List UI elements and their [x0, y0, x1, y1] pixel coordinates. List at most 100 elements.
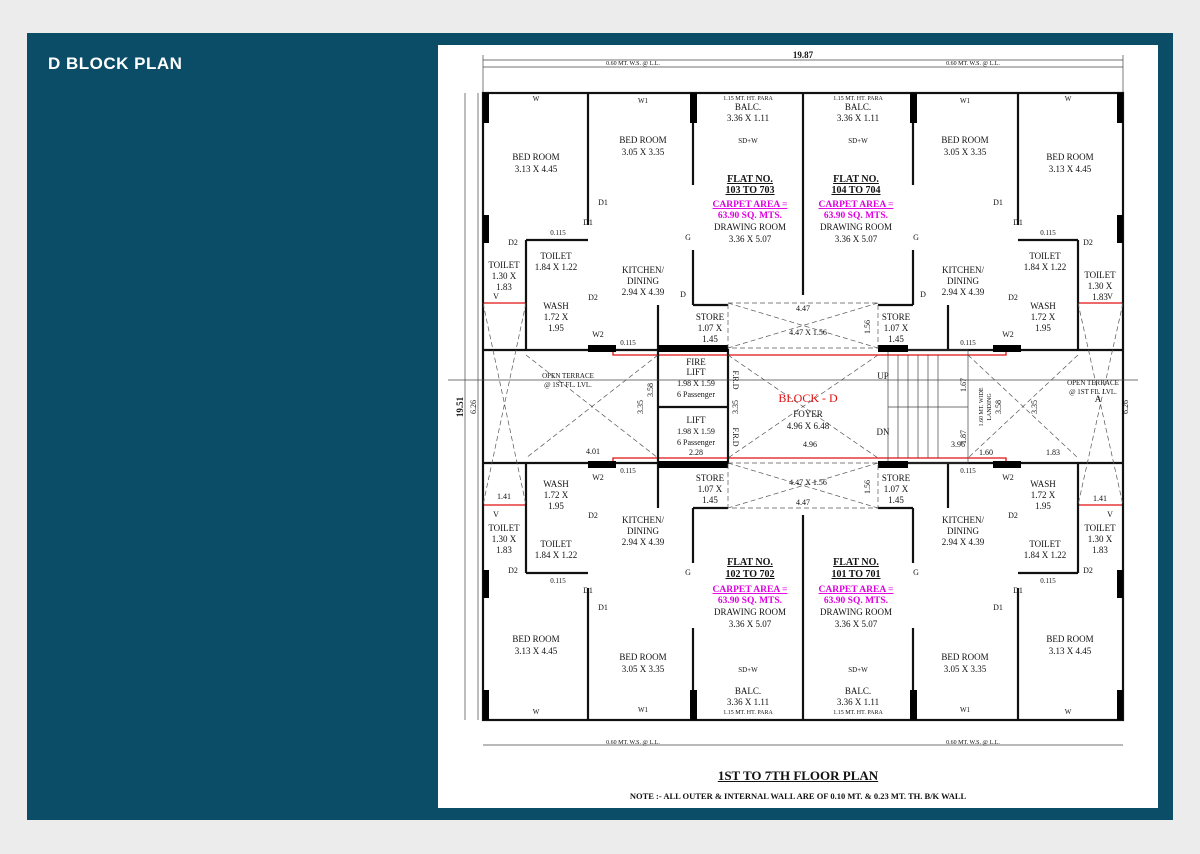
drawing-room-size: 3.36 X 5.07 [729, 619, 772, 629]
carpet-area-value: 63.90 SQ. MTS. [718, 211, 782, 221]
store-size-b: 1.45 [702, 334, 718, 344]
sdw-label: SD+W [848, 137, 868, 145]
landing-label-2: LANDING [987, 393, 993, 421]
wash-size-a: 1.72 X [1031, 312, 1056, 322]
door-g: G [685, 233, 691, 242]
wash-label: WASH [543, 479, 569, 489]
wall-thickness: 0.115 [550, 577, 566, 585]
carpet-area-label: CARPET AREA = [819, 200, 894, 210]
toilet-label: TOILET [1084, 523, 1116, 533]
dim-447-top: 4.47 [796, 304, 810, 313]
ws-label-top-right: 0.60 MT. W.S. @ L.L. [946, 61, 1000, 67]
landing-label-1: 1.60 MT. WIDE [979, 387, 985, 426]
stair-down-label: DN [877, 427, 890, 437]
window-w1: W1 [960, 706, 971, 714]
floor-plan-sheet: 19.87 0.60 MT. W.S. @ L.L. 0.60 MT. W.S.… [438, 45, 1158, 808]
dim-626-left: 6.26 [469, 400, 478, 414]
ws-label-bottom-right: 0.60 MT. W.S. @ L.L. [946, 740, 1000, 746]
balc-label: BALC. [735, 102, 761, 112]
flat-range: 102 TO 702 [725, 569, 774, 580]
fire-lift-label-2: LIFT [687, 367, 707, 377]
sdw-label: SD+W [738, 137, 758, 145]
door-d1: D1 [598, 603, 608, 612]
store-size-b: 1.45 [702, 495, 718, 505]
kitchen-label: KITCHEN/ [942, 515, 984, 525]
drawing-room-size: 3.36 X 5.07 [835, 234, 878, 244]
toilet-2-size: 1.84 X 1.22 [1024, 550, 1067, 560]
flat-top-left: W W1 BED ROOM 3.13 X 4.45 BED ROOM 3.05 … [488, 95, 787, 347]
door-d2-b: D2 [588, 511, 598, 520]
toilet-2-size: 1.84 X 1.22 [535, 262, 578, 272]
dim-496: 4.96 [803, 440, 817, 449]
toilet-size-a: 1.30 X [492, 534, 517, 544]
staircase[interactable]: UP DN 1.60 MT. WIDE LANDING 1.67 1.87 3.… [877, 355, 1040, 458]
wash-size-a: 1.72 X [1031, 490, 1056, 500]
bed-room-2-label: BED ROOM [619, 652, 666, 662]
toilet-2-label: TOILET [1029, 539, 1061, 549]
store-size-b: 1.45 [888, 334, 904, 344]
sdw-label: SD+W [738, 666, 758, 674]
toilet-size-b: 1.83 [496, 282, 512, 292]
toilet-2-size: 1.84 X 1.22 [535, 550, 578, 560]
window-w2: W2 [592, 330, 604, 339]
toilet-2-label: TOILET [540, 251, 572, 261]
dim-141-right: 1.41 [1093, 494, 1107, 503]
window-w: W [533, 708, 540, 716]
balc-size: 3.36 X 1.11 [727, 113, 769, 123]
door-d2: D2 [1083, 566, 1093, 575]
dim-183: 1.83 [1046, 448, 1060, 457]
dim-396: 3.96 [951, 440, 965, 449]
wash-label: WASH [1030, 479, 1056, 489]
kitchen-size: 2.94 X 4.39 [942, 537, 985, 547]
dim-626-right: 6.26 [1121, 400, 1130, 414]
bed-room-2-size: 3.05 X 3.35 [944, 664, 987, 674]
window-w1: W1 [638, 706, 649, 714]
fire-lift-size: 1.98 X 1.59 [677, 379, 715, 388]
open-terraces: OPEN TERRACE @ 1ST FL. LVL. OPEN TERRACE… [497, 372, 1119, 503]
drawing-room-label: DRAWING ROOM [820, 607, 892, 617]
lobby-size-top: 4.47 X 1.56 [789, 328, 827, 337]
balc-size: 3.36 X 1.11 [837, 697, 879, 707]
vent-v: V [493, 292, 499, 301]
store-size-b: 1.45 [888, 495, 904, 505]
wall-thickness: 0.115 [1040, 229, 1056, 237]
balc-size: 3.36 X 1.11 [837, 113, 879, 123]
door-d1: D1 [598, 198, 608, 207]
store-size-a: 1.07 X [884, 323, 909, 333]
toilet-size-b: 1.83 [1092, 545, 1108, 555]
toilet-size-a: 1.30 X [1088, 534, 1113, 544]
carpet-area-value: 63.90 SQ. MTS. [824, 211, 888, 221]
toilet-label: TOILET [488, 260, 520, 270]
dim-401: 4.01 [586, 447, 600, 456]
door-d2-b: D2 [1008, 511, 1018, 520]
overall-depth-dimension: 19.51 6.26 6.26 [455, 93, 1130, 720]
door-d1: D1 [993, 603, 1003, 612]
para-label: 1.15 MT. HT. PARA [833, 710, 883, 716]
lobby-dashed-lines [448, 302, 1138, 509]
bed-room-label: BED ROOM [1046, 152, 1093, 162]
wall-thickness: 0.115 [1040, 577, 1056, 585]
carpet-area-label: CARPET AREA = [713, 200, 788, 210]
lift-passenger: 6 Passenger [677, 438, 715, 447]
dim-167: 1.67 [959, 378, 968, 392]
wash-size-a: 1.72 X [544, 312, 569, 322]
flat-range: 104 TO 704 [831, 185, 880, 196]
bed-room-size: 3.13 X 4.45 [515, 646, 558, 656]
flat-range: 103 TO 703 [725, 185, 774, 196]
toilet-size-b: 1.83 [496, 545, 512, 555]
toilet-2-label: TOILET [540, 539, 572, 549]
foyer-size: 4.96 X 6.48 [787, 421, 830, 431]
terrace-right-label: OPEN TERRACE [1067, 379, 1119, 387]
door-d: D [680, 290, 686, 299]
carpet-area-label: CARPET AREA = [819, 585, 894, 595]
balc-label: BALC. [735, 686, 761, 696]
wall-thickness-2: 0.115 [960, 339, 976, 347]
terrace-left-label: OPEN TERRACE [542, 372, 594, 380]
wash-size-b: 1.95 [548, 501, 564, 511]
columns [483, 93, 1123, 720]
toilet-label: TOILET [488, 523, 520, 533]
dim-335-core: 3.35 [731, 400, 740, 414]
window-w2: W2 [592, 473, 604, 482]
para-label: 1.15 MT. HT. PARA [833, 96, 883, 102]
flat-top-right: W W1 BED ROOM 3.13 X 4.45 BED ROOM 3.05 … [819, 95, 1117, 347]
